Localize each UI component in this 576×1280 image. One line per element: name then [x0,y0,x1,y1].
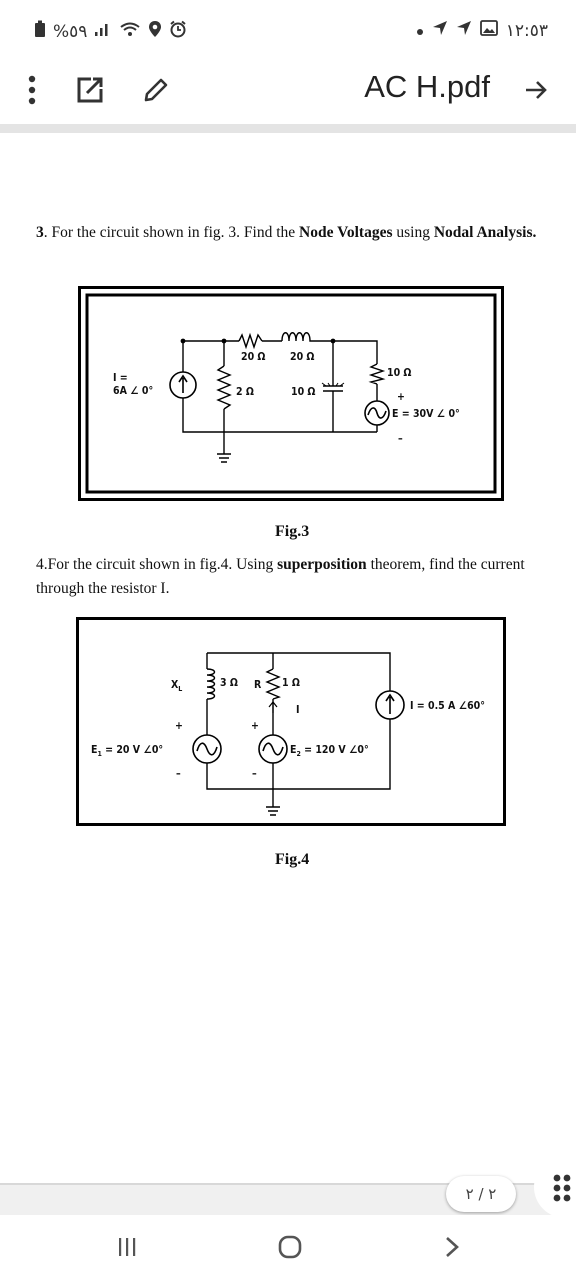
fig3-ground-icon [217,453,231,463]
fig3-source-arrow-icon [178,374,188,393]
q3-number: 3 [36,224,44,241]
location-icon [148,20,162,43]
navigation-arrow-icon-2 [456,20,472,41]
fig3-label-e: E = 30V ∠ 0° [392,408,460,420]
fig4-label-r: R [254,679,262,691]
status-bar: %٥٩ ١٢:٥٣ [0,0,576,58]
fig3-resistor-r1 [238,332,263,350]
navigation-arrow-icon [432,20,448,41]
fig3-label-i-bottom: 6A ∠ 0° [113,385,153,397]
fig3-outer-frame [78,286,504,501]
fig4-label-l-val: 3 Ω [220,677,238,689]
fig3-capacitor [323,385,343,392]
fig4-label-xl: XL [171,679,182,693]
fig4-e1-minus: – [176,768,181,780]
grid-dots-icon [553,1174,571,1202]
fig4-ac-wave-icon-1 [196,742,218,756]
system-nav-bar [0,1215,576,1280]
fig4-ground-icon [266,806,280,816]
fig3-label-r1: 20 Ω [241,351,265,363]
battery-icon [34,20,46,43]
fig3-resistor-mid [216,365,232,410]
recents-icon[interactable] [105,1227,149,1267]
image-notification-icon [479,20,498,41]
q4-text-b: theorem, find the current through the re… [36,556,525,597]
back-icon[interactable] [430,1227,474,1267]
more-vert-icon[interactable] [18,70,46,110]
fig4-label-e1: E1 = 20 V ∠0° [91,744,163,758]
fig4-label-e2: E2 = 120 V ∠0° [290,744,369,758]
fig4-inductor-xl [206,668,216,700]
fig3-node [330,338,336,344]
alarm-icon [169,20,187,43]
fig4-label-r-val: 1 Ω [282,677,300,689]
edit-pencil-icon[interactable] [138,70,174,110]
status-right: ١٢:٥٣ [416,20,548,41]
fig4-e2-plus: + [251,720,259,732]
status-left: %٥٩ [34,20,187,43]
wifi-icon [119,21,141,42]
fig4-ac-wave-icon-2 [262,742,284,756]
fig3-label-c1: 10 Ω [291,386,315,398]
fig4-current-arrow-icon [268,701,278,713]
figure-4-circuit: XL 3 Ω R 1 Ω I E1 = 20 V ∠0° + – E2 = 12… [76,617,506,826]
open-external-icon[interactable] [72,70,108,110]
fig3-inductor-l1 [281,332,312,342]
fig4-label-is: I = 0.5 A ∠60° [410,700,485,712]
fig3-label-i-top: I = [113,372,128,384]
fig3-node [221,338,227,344]
fig4-caption: Fig.4 [275,851,310,868]
q3-text-b: using [392,224,434,241]
home-icon[interactable] [268,1227,312,1267]
q3-bold-a: Node Voltages [299,224,393,241]
fig4-resistor-r [265,668,281,700]
q3-text-a: . For the circuit shown in fig. 3. Find … [43,224,300,241]
question-4-text: 4.For the circuit shown in fig.4. Using … [36,553,546,601]
notification-dot-icon [416,21,424,41]
fig3-label-r-mid: 2 Ω [236,386,254,398]
figure-3-circuit: 20 Ω 20 Ω 10 Ω 2 Ω 10 Ω I = 6A ∠ 0° + – … [78,286,504,501]
fig3-label-r-right: 10 Ω [387,367,411,379]
q3-bold-b: Nodal Analysis. [433,224,537,241]
signal-icon [94,21,112,42]
toolbar-divider [0,124,576,133]
fig3-inner-frame [85,293,497,494]
fig4-source-arrow-icon [385,693,395,714]
fig3-caption: Fig.3 [275,523,310,540]
document-title: AC H.pdf [364,69,490,104]
fig4-e2-minus: – [252,768,257,780]
page-grid-button[interactable] [534,1156,576,1218]
pdf-page[interactable]: 3. For the circuit shown in fig. 3. Find… [0,133,576,1183]
fig4-frame [76,617,506,826]
app-bar: AC H.pdf [0,58,576,124]
fig3-minus: – [398,433,403,445]
q4-bold-a: superposition [277,556,367,573]
fig3-ac-wave-icon [367,407,387,419]
fig3-plus: + [397,391,405,403]
fig3-label-l1: 20 Ω [290,351,314,363]
fig3-node [180,338,186,344]
fig4-label-i: I [296,704,300,716]
fig4-e1-plus: + [175,720,183,732]
page-indicator: ٢ / ٢ [446,1176,516,1212]
clock-time: ١٢:٥٣ [505,20,548,41]
forward-arrow-icon[interactable] [516,70,556,110]
q4-text-a: 4.For the circuit shown in fig.4. Using [36,556,278,573]
fig3-resistor-right [368,363,386,385]
battery-percent: %٥٩ [53,21,88,42]
question-3-text: 3. For the circuit shown in fig. 3. Find… [36,221,546,245]
